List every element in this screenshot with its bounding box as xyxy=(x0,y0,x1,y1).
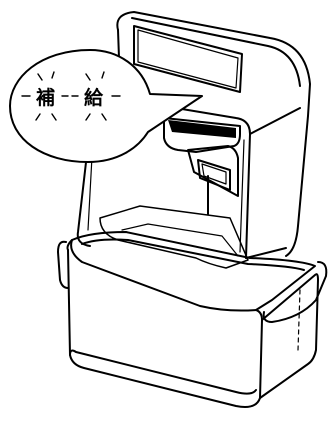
base-tray-rim xyxy=(70,231,316,312)
housing-right-face xyxy=(245,107,301,259)
top-panel xyxy=(133,25,243,93)
refill-callout: 補 給 xyxy=(9,49,203,163)
dispenser-head xyxy=(163,117,241,153)
dispenser-head-shadow xyxy=(168,120,236,138)
right-handle xyxy=(262,261,328,323)
inner-basin-floor xyxy=(121,223,239,257)
display-screen-inner xyxy=(201,163,227,185)
base-tray-front xyxy=(67,249,263,408)
base-tray-hidden-edge xyxy=(297,289,301,351)
top-panel-inner xyxy=(137,29,239,89)
callout-bubble xyxy=(9,49,203,163)
inner-basin xyxy=(99,205,249,269)
sparkle-marks xyxy=(21,71,121,121)
front-cover-left xyxy=(76,109,93,247)
callout-text-char-2: 給 xyxy=(84,86,104,109)
inner-guide-right xyxy=(239,139,245,253)
base-tray-bottom-lip xyxy=(69,349,257,395)
base-tray-left-edge xyxy=(66,239,73,251)
base-tray xyxy=(57,231,328,408)
callout-text-char-1: 補 xyxy=(35,86,55,109)
housing-shell xyxy=(116,11,311,257)
base-tray-right xyxy=(259,273,319,399)
base-tray-inner-rim xyxy=(81,238,305,271)
display-unit xyxy=(187,145,239,197)
housing-top-ridge xyxy=(131,17,301,87)
housing xyxy=(76,11,311,259)
left-handle xyxy=(57,240,69,289)
display-screen xyxy=(197,159,231,191)
